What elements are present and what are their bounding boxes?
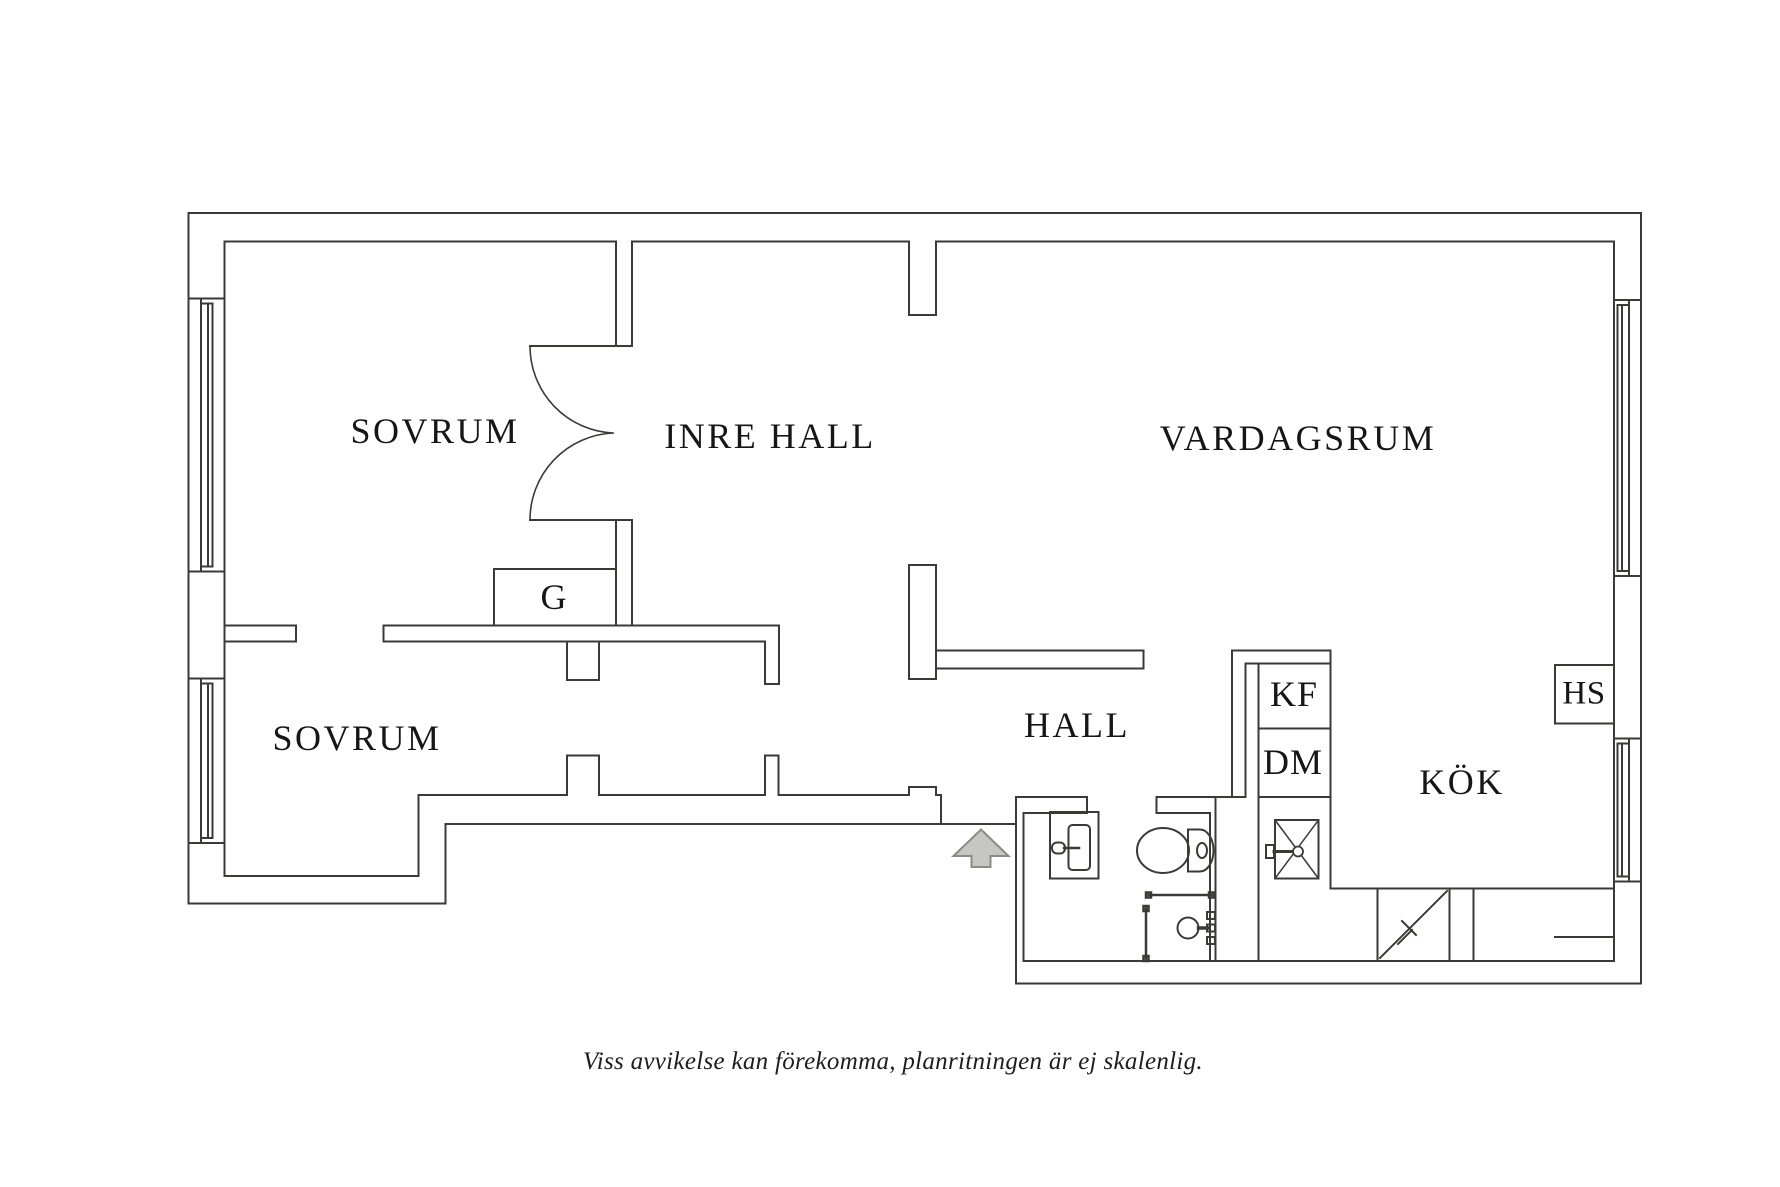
room-label-hall: HALL xyxy=(1024,705,1130,745)
window-icon-left-top xyxy=(187,297,226,573)
shaft-label-hs: HS xyxy=(1562,675,1606,712)
wash-basin-icon xyxy=(1176,911,1216,945)
window-icon-right-bottom xyxy=(1613,737,1642,883)
room-label-kok: KÖK xyxy=(1419,762,1505,802)
room-label-sovrum-bottom: SOVRUM xyxy=(272,718,442,758)
room-label-sovrum-top: SOVRUM xyxy=(350,411,520,451)
closet-label-g: G xyxy=(540,577,568,617)
room-label-vardagsrum: VARDAGSRUM xyxy=(1159,418,1437,458)
fridge-label-kf: KF xyxy=(1269,674,1319,714)
room-label-inre-hall: INRE HALL xyxy=(664,416,876,456)
dishwasher-label-dm: DM xyxy=(1262,742,1324,782)
bathroom-sink-icon xyxy=(1049,811,1100,880)
window-icon-left-bottom xyxy=(187,677,226,844)
hs-shaft-box xyxy=(1554,664,1615,725)
disclaimer-caption: Viss avvikelse kan förekomma, planritnin… xyxy=(583,1048,1203,1075)
window-icon-right-top xyxy=(1613,299,1642,577)
stove-icon xyxy=(1378,889,1449,960)
door-arc-icon xyxy=(529,345,633,521)
entrance-arrow-icon xyxy=(951,828,1011,868)
kitchen-counters xyxy=(1257,649,1615,962)
kitchen-sink-icon xyxy=(1265,818,1320,880)
exterior-walls xyxy=(187,212,1642,985)
toilet-icon xyxy=(1136,827,1215,874)
interior-walls xyxy=(223,240,1332,985)
towel-rail-icon xyxy=(1142,891,1216,963)
